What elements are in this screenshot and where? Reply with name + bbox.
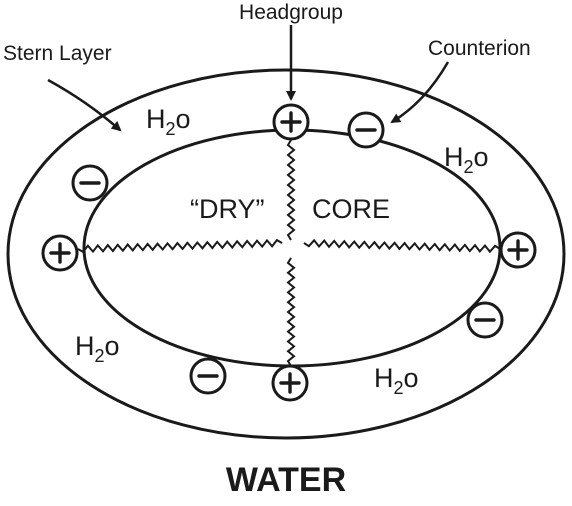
- stern-layer-boundary: [6, 68, 566, 440]
- counterion-bottom: [189, 357, 227, 395]
- tail-bottom: [286, 257, 296, 367]
- tail-top: [286, 139, 296, 241]
- counterion-upper-left: [71, 164, 109, 202]
- h2o-label-upper-right: H2o: [444, 142, 489, 177]
- counterion-right: [466, 301, 504, 339]
- counterion-arrow: [390, 61, 450, 124]
- stern-layer-arrow: [47, 78, 122, 132]
- headgroup-label: Headgroup: [239, 1, 343, 24]
- tail-right: [303, 238, 501, 254]
- headgroup-bottom: [271, 364, 309, 402]
- core-core-label: CORE: [312, 194, 390, 224]
- core-dry-label: “DRY”: [190, 194, 265, 224]
- water-label: WATER: [226, 461, 346, 499]
- headgroup-left: [41, 234, 79, 272]
- headgroup-top: [272, 103, 310, 141]
- h2o-label-upper-left: H2o: [146, 104, 191, 139]
- counterion-label: Counterion: [428, 37, 531, 60]
- stern-layer-label: Stern Layer: [3, 42, 112, 65]
- headgroup-right: [499, 231, 537, 269]
- tail-left: [77, 238, 283, 254]
- counterion-top: [347, 111, 385, 149]
- h2o-label-lower-right: H2o: [374, 363, 419, 398]
- h2o-label-lower-left: H2o: [75, 331, 120, 366]
